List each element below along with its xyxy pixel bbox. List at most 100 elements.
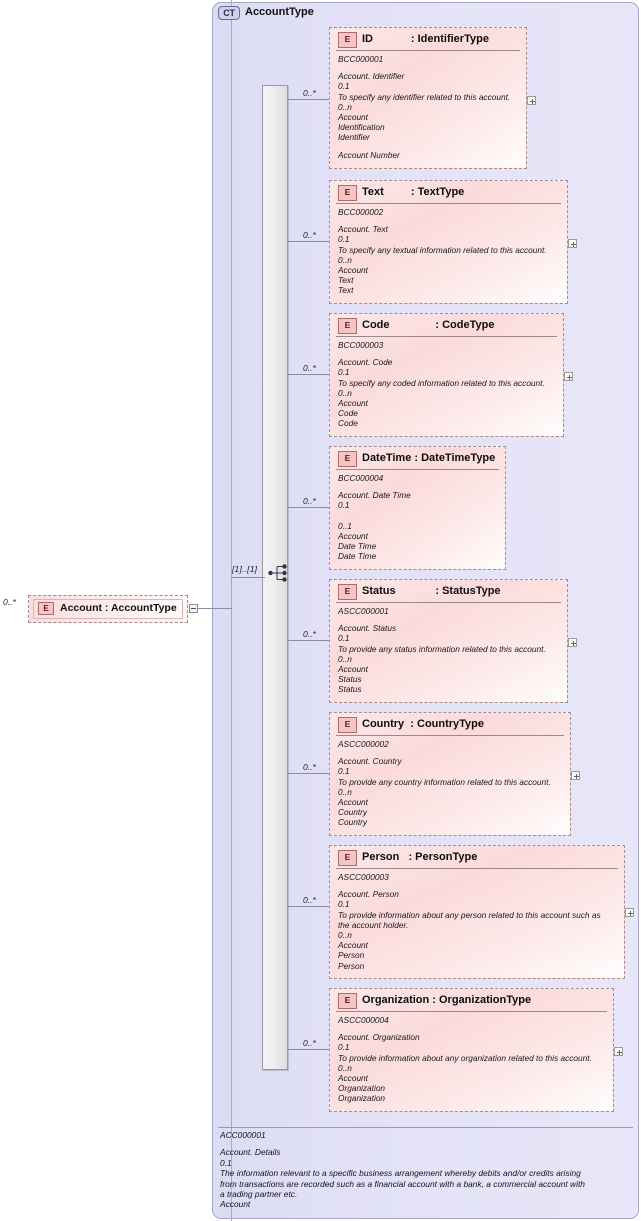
node-line: 0.1 xyxy=(338,81,350,92)
node-line: Text xyxy=(338,285,354,296)
node-title-id: ID : IdentifierType xyxy=(362,33,489,45)
footer-line: Account xyxy=(220,1199,251,1210)
node-line: Person xyxy=(338,950,365,961)
footer-code: ACC000001 xyxy=(220,1130,266,1140)
expand-icon-id[interactable] xyxy=(527,96,536,105)
node-code: ASCC000003 xyxy=(338,872,389,882)
node-body-id: BCC000001 Account. Identifier 0.1 To spe… xyxy=(330,51,526,164)
footer-divider xyxy=(218,1127,633,1128)
node-line: Text xyxy=(338,275,354,286)
complex-type-icon: CT xyxy=(218,6,240,20)
child-cardinality-organization: 0..* xyxy=(303,1038,316,1048)
child-cardinality-status: 0..* xyxy=(303,629,316,639)
node-line: Account xyxy=(338,940,368,951)
node-body-datetime: BCC000004 Account. Date Time 0.1 0..1 Ac… xyxy=(330,470,505,565)
node-header-person: E Person : PersonType xyxy=(336,846,618,869)
node-line: Country xyxy=(338,807,368,818)
connector-line-text xyxy=(288,241,329,242)
node-line: Account. Status xyxy=(338,623,397,634)
element-icon: E xyxy=(338,584,357,600)
node-line: To specify any coded information related… xyxy=(338,377,545,388)
node-line: 0.1 xyxy=(338,500,350,511)
root-element-cardinality: 0..* xyxy=(3,597,16,607)
node-line: Status xyxy=(338,674,362,685)
child-cardinality-country: 0..* xyxy=(303,762,316,772)
node-body-text: BCC000002 Account. Text 0.1 To specify a… xyxy=(330,204,567,300)
connector-line-country xyxy=(288,773,329,774)
spacer xyxy=(338,350,557,357)
node-line: Country xyxy=(338,817,368,828)
node-line: Account Number xyxy=(338,149,400,160)
expand-icon-person[interactable] xyxy=(625,908,634,917)
spacer xyxy=(220,1140,635,1147)
node-line: To provide any country information relat… xyxy=(338,776,551,787)
connector-line-organization xyxy=(288,1049,329,1050)
root-element-box[interactable] xyxy=(33,599,183,619)
node-line: Account. Code xyxy=(338,357,393,368)
element-node-text[interactable]: E Text : TextType BCC000002 Account. Tex… xyxy=(329,180,568,304)
node-line: 0..n xyxy=(338,101,352,112)
node-body-person: ASCC000003 Account. Person 0.1 To provid… xyxy=(330,869,624,975)
connector-line-person xyxy=(288,906,329,907)
expand-icon-country[interactable] xyxy=(571,771,580,780)
node-line: To provide any status information relate… xyxy=(338,643,546,654)
node-title-status: Status : StatusType xyxy=(362,585,501,597)
node-code: BCC000002 xyxy=(338,207,384,217)
element-node-person[interactable]: E Person : PersonType ASCC000003 Account… xyxy=(329,845,625,979)
node-code: BCC000001 xyxy=(338,54,384,64)
node-body-country: ASCC000002 Account. Country 0.1 To provi… xyxy=(330,736,570,832)
node-line: Account. Country xyxy=(338,756,402,767)
element-node-organization[interactable]: E Organization : OrganizationType ASCC00… xyxy=(329,988,614,1112)
element-node-datetime[interactable]: E DateTime : DateTimeType BCC000004 Acco… xyxy=(329,446,506,570)
node-line: 0..n xyxy=(338,653,352,664)
element-node-id[interactable]: E ID : IdentifierType BCC000001 Account.… xyxy=(329,27,527,169)
node-line: 0..n xyxy=(338,786,352,797)
node-line: Status xyxy=(338,684,362,695)
element-node-country[interactable]: E Country : CountryType ASCC000002 Accou… xyxy=(329,712,571,836)
element-icon: E xyxy=(338,850,357,866)
spacer xyxy=(338,483,499,490)
element-node-code[interactable]: E Code : CodeType BCC000003 Account. Cod… xyxy=(329,313,564,437)
node-line: Code xyxy=(338,418,358,429)
node-line: Organization xyxy=(338,1093,386,1104)
spacer xyxy=(338,64,520,71)
node-line: 0..n xyxy=(338,387,352,398)
node-line: 0..1 xyxy=(338,520,352,531)
node-line: To specify any textual information relat… xyxy=(338,244,547,255)
type-annotation: ACC000001 Account. Details 0.1 The infor… xyxy=(220,1130,635,1210)
expand-icon-code[interactable] xyxy=(564,372,573,381)
node-line: 0.1 xyxy=(338,234,350,245)
compositor-cardinality: [1]..[1] xyxy=(232,564,258,574)
footer-line: Account. Details xyxy=(220,1147,281,1158)
node-line: Account xyxy=(338,664,368,675)
node-code: BCC000003 xyxy=(338,340,384,350)
expand-icon-organization[interactable] xyxy=(614,1047,623,1056)
node-title-organization: Organization : OrganizationType xyxy=(362,994,532,1006)
node-line: Account. Date Time xyxy=(338,490,411,501)
complex-type-title: AccountType xyxy=(245,6,314,18)
child-cardinality-datetime: 0..* xyxy=(303,496,316,506)
node-line: Identification xyxy=(338,122,385,133)
node-line: Account. Text xyxy=(338,224,388,235)
spacer xyxy=(338,217,561,224)
node-line: 0.1 xyxy=(338,899,350,910)
container-inner-divider xyxy=(231,0,232,1221)
node-title-text: Text : TextType xyxy=(362,186,465,198)
expand-icon-text[interactable] xyxy=(568,239,577,248)
element-icon: E xyxy=(338,32,357,48)
node-line: 0..n xyxy=(338,254,352,265)
node-header-text: E Text : TextType xyxy=(336,181,561,204)
child-cardinality-id: 0..* xyxy=(303,88,316,98)
node-line: 0.1 xyxy=(338,1042,350,1053)
node-line: Date Time xyxy=(338,551,377,562)
node-line: 0.1 xyxy=(338,367,350,378)
expand-icon-status[interactable] xyxy=(568,638,577,647)
node-line: Account. Person xyxy=(338,889,399,900)
node-line: Code xyxy=(338,408,358,419)
connector-line-status xyxy=(288,640,329,641)
spacer xyxy=(338,882,618,889)
child-cardinality-person: 0..* xyxy=(303,895,316,905)
element-node-status[interactable]: E Status : StatusType ASCC000001 Account… xyxy=(329,579,568,703)
node-line: Organization xyxy=(338,1083,386,1094)
